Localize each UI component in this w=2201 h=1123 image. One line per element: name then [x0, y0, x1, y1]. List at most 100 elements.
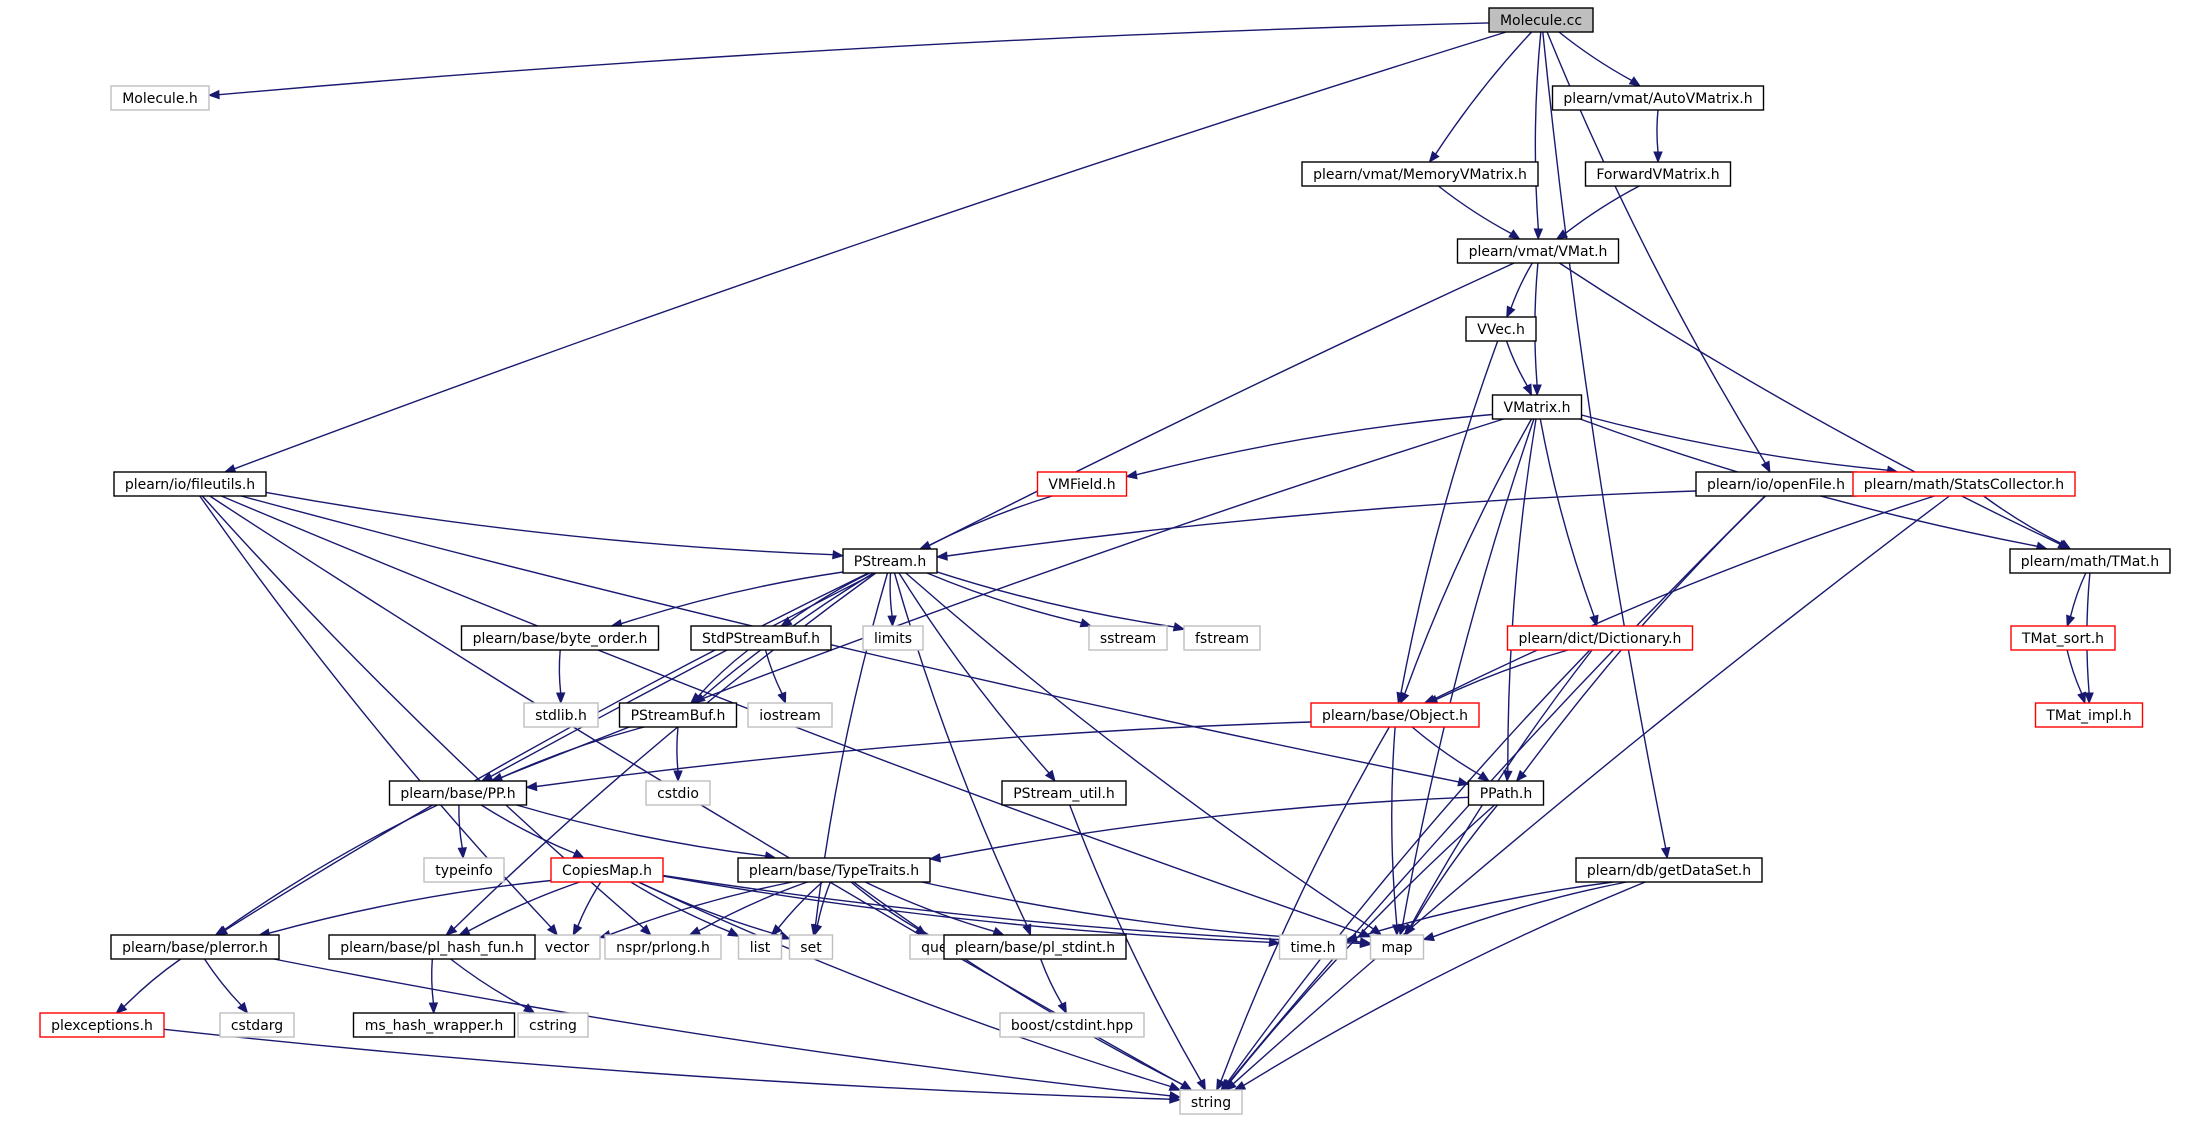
arrowhead-icon	[1522, 383, 1533, 397]
node-stdpstreambuf[interactable]: StdPStreamBuf.h	[690, 625, 832, 651]
edge-plexceptions-to-string	[163, 1028, 1182, 1104]
node-ppath[interactable]: PPath.h	[1467, 780, 1545, 806]
node-ms-hash-wrapper[interactable]: ms_hash_wrapper.h	[352, 1012, 516, 1038]
arrowhead-icon	[832, 550, 845, 560]
edge-typetraits-to-string	[853, 881, 1193, 1091]
node-memoryvmatrix[interactable]: plearn/vmat/MemoryVMatrix.h	[1301, 161, 1539, 187]
arrowhead-icon	[525, 781, 538, 792]
edge-forwardvmatrix-to-vmat	[1555, 185, 1640, 240]
arrowhead-icon	[2058, 539, 2072, 550]
node-molecule-cc[interactable]: Molecule.cc	[1488, 7, 1594, 33]
arrowhead-icon	[1506, 305, 1516, 319]
edge-line	[889, 572, 893, 617]
node-label: Molecule.cc	[1500, 13, 1582, 29]
node-label: TMat_impl.h	[2045, 708, 2131, 724]
edge-line	[1400, 340, 1499, 694]
node-vmfield[interactable]: VMField.h	[1036, 471, 1128, 497]
node-box	[1179, 1089, 1243, 1115]
node-label: plearn/math/StatsCollector.h	[1864, 477, 2064, 493]
edge-pstream-to-pl_hash_fun	[445, 572, 877, 936]
node-byte-order[interactable]: plearn/base/byte_order.h	[460, 625, 660, 651]
arrowhead-icon	[689, 692, 702, 704]
node-label: plearn/io/fileutils.h	[125, 477, 255, 493]
node-box	[1183, 625, 1261, 651]
node-vmatrix[interactable]: VMatrix.h	[1491, 394, 1583, 420]
edge-line	[1410, 804, 1499, 928]
node-tmat-impl[interactable]: TMat_impl.h	[2034, 702, 2144, 728]
node-tmat-sort[interactable]: TMat_sort.h	[2010, 625, 2116, 651]
node-label: set	[800, 940, 822, 956]
arrowhead-icon	[1172, 622, 1186, 632]
node-box	[618, 702, 738, 728]
edge-copiesmap-to-list	[630, 881, 740, 937]
node-plerror[interactable]: plearn/base/plerror.h	[110, 934, 280, 960]
edge-line	[764, 649, 783, 694]
node-pstream-util[interactable]: PStream_util.h	[1001, 780, 1127, 806]
node-dictionary[interactable]: plearn/dict/Dictionary.h	[1506, 625, 1694, 651]
node-label: plearn/base/plerror.h	[122, 940, 268, 956]
edge-vmatrix-to-statscollector	[1581, 414, 1899, 475]
node-box	[523, 702, 599, 728]
arrowhead-icon	[1359, 937, 1372, 947]
arrowhead-icon	[1125, 470, 1138, 480]
node-label: plearn/base/pl_stdint.h	[955, 940, 1115, 956]
node-label: PStreamBuf.h	[631, 708, 726, 724]
node-pl-hash-fun[interactable]: plearn/base/pl_hash_fun.h	[328, 934, 536, 960]
node-autovmatrix[interactable]: plearn/vmat/AutoVMatrix.h	[1551, 85, 1765, 111]
edge-molecule_cc-to-fileutils	[223, 31, 1507, 474]
node-plexceptions[interactable]: plexceptions.h	[39, 1012, 165, 1038]
node-label: plearn/base/byte_order.h	[473, 631, 648, 647]
node-box	[2009, 548, 2171, 574]
node-string: string	[1179, 1089, 1243, 1115]
arrowhead-icon	[992, 926, 1005, 936]
node-label: plearn/base/TypeTraits.h	[749, 863, 919, 879]
edge-line	[1558, 31, 1633, 82]
edge-plerror-to-cstdarg	[203, 958, 249, 1015]
edge-vmatrix-to-ppath	[1503, 418, 1537, 783]
arrowhead-icon	[115, 1002, 128, 1014]
arrowhead-icon	[572, 849, 586, 859]
edge-line	[223, 804, 438, 931]
node-fstream: fstream	[1183, 625, 1261, 651]
node-pp[interactable]: plearn/base/PP.h	[388, 780, 528, 806]
edge-fileutils-to-pstream	[265, 491, 845, 560]
edge-line	[864, 881, 995, 933]
edge-statscollector-to-string	[1224, 495, 1950, 1091]
node-pl-stdint[interactable]: plearn/base/pl_stdint.h	[943, 934, 1127, 960]
edge-dictionary-to-object	[1425, 649, 1569, 704]
arrowhead-icon	[555, 692, 566, 705]
node-getdataset[interactable]: plearn/db/getDataSet.h	[1575, 857, 1763, 883]
edge-line	[637, 881, 1171, 1088]
node-nspr-prlong: nspr/prlong.h	[604, 934, 722, 960]
node-box	[999, 1012, 1145, 1038]
node-box	[1301, 161, 1539, 187]
node-box	[690, 625, 832, 651]
node-label: PStream_util.h	[1013, 786, 1115, 802]
arrowhead-icon	[688, 926, 702, 936]
node-copiesmap[interactable]: CopiesMap.h	[550, 857, 664, 883]
node-box	[737, 934, 783, 960]
arrowhead-icon	[639, 924, 652, 936]
node-vvec[interactable]: VVec.h	[1465, 316, 1537, 342]
edge-line	[936, 571, 1175, 628]
arrowhead-icon	[1079, 618, 1093, 628]
node-tmat[interactable]: plearn/math/TMat.h	[2009, 548, 2171, 574]
node-openfile[interactable]: plearn/io/openFile.h	[1695, 471, 1857, 497]
arrowhead-icon	[1515, 769, 1527, 783]
node-statscollector[interactable]: plearn/math/StatsCollector.h	[1852, 471, 2076, 497]
node-pstream[interactable]: PStream.h	[842, 548, 938, 574]
edge-line	[123, 958, 182, 1008]
node-forwardvmatrix[interactable]: ForwardVMatrix.h	[1584, 161, 1732, 187]
node-fileutils[interactable]: plearn/io/fileutils.h	[113, 471, 267, 497]
arrowhead-icon	[207, 89, 220, 100]
node-object[interactable]: plearn/base/Object.h	[1310, 702, 1480, 728]
node-box	[1001, 780, 1127, 806]
arrowhead-icon	[1404, 923, 1416, 937]
node-vmat[interactable]: plearn/vmat/VMat.h	[1456, 238, 1620, 264]
node-box	[517, 1012, 589, 1038]
node-box	[352, 1012, 516, 1038]
node-typetraits[interactable]: plearn/base/TypeTraits.h	[737, 857, 931, 883]
edge-line	[268, 879, 552, 934]
node-pstreambuf[interactable]: PStreamBuf.h	[618, 702, 738, 728]
